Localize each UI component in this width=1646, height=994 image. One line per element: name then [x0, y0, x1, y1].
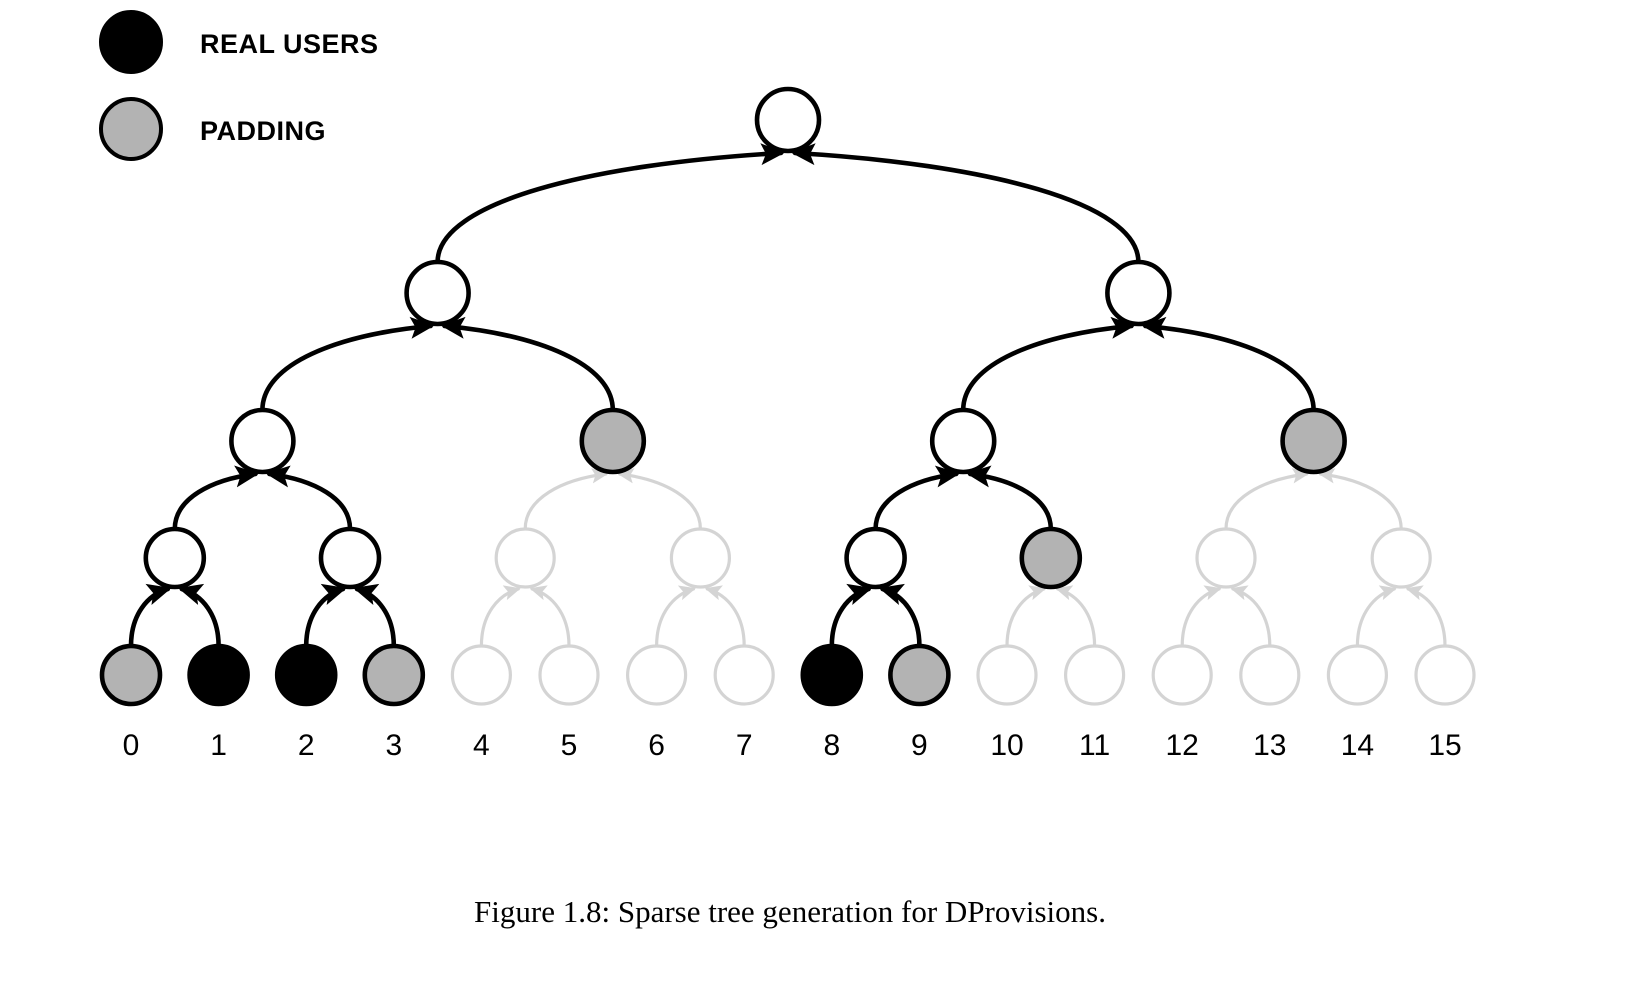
tree-edge — [523, 468, 609, 531]
tree-internal-node — [929, 407, 997, 475]
tree-edge — [1224, 468, 1310, 531]
tree-edge — [829, 583, 873, 649]
tree-leaf-node — [450, 644, 512, 706]
tree-internal-node — [579, 407, 647, 475]
tree-leaf-node — [99, 643, 163, 707]
tree-internal-node — [318, 526, 382, 590]
tree-edge — [1005, 585, 1047, 648]
tree-leaf-node — [1151, 644, 1213, 706]
tree-leaf-node — [1239, 644, 1301, 706]
tree-leaf-node — [274, 643, 338, 707]
leaf-index-label: 8 — [823, 729, 840, 762]
tree-internal-node — [494, 527, 556, 589]
tree-node-layer — [99, 86, 1476, 707]
tree-internal-node — [404, 259, 471, 327]
tree-edge — [1180, 585, 1222, 648]
tree-edge — [1230, 585, 1272, 648]
tree-leaf-node — [538, 644, 600, 706]
tree-edge — [655, 585, 696, 648]
leaf-index-label: 6 — [648, 729, 665, 762]
leaf-index-label: 9 — [911, 729, 928, 762]
tree-edge — [873, 465, 960, 532]
tree-edge — [353, 583, 397, 649]
tree-edge — [1355, 585, 1397, 648]
tree-edge — [265, 465, 353, 532]
tree-edge — [303, 583, 347, 649]
tree-edge — [260, 316, 435, 413]
legend-label-padding: PADDING — [200, 116, 326, 146]
tree-leaf-node — [1063, 644, 1126, 706]
tree-internal-node — [1195, 527, 1257, 589]
leaf-index-label: 7 — [736, 729, 753, 762]
tree-edge — [529, 585, 571, 648]
tree-leaf-node — [976, 644, 1038, 706]
legend-item-padding: PADDING — [99, 97, 326, 161]
tree-leaf-node — [888, 643, 951, 707]
tree-leaf-node — [187, 643, 250, 707]
figure-caption: Figure 1.8: Sparse tree generation for D… — [474, 894, 1106, 929]
tree-edge — [178, 583, 221, 649]
tree-internal-node — [754, 86, 822, 154]
tree-internal-node — [1105, 259, 1172, 327]
tree-internal-node — [669, 527, 732, 589]
leaf-index-label: 1 — [210, 729, 227, 762]
tree-edge — [704, 585, 746, 648]
tree-edge — [1405, 585, 1447, 648]
leaf-index-label: 14 — [1341, 729, 1374, 762]
leaf-index-label: 12 — [1166, 729, 1199, 762]
tree-leaf-node — [362, 643, 426, 707]
tree-internal-node — [1280, 407, 1347, 475]
legend-label-real-users: REAL USERS — [200, 29, 379, 59]
tree-internal-node — [844, 526, 907, 590]
tree-edge — [1141, 316, 1316, 413]
tree-edge — [172, 465, 260, 532]
tree-edge-layer — [128, 143, 1447, 649]
tree-edge — [440, 316, 616, 413]
tree-edge — [435, 143, 785, 265]
leaf-index-label: 2 — [298, 729, 315, 762]
leaf-index-label: 3 — [385, 729, 402, 762]
padding-swatch — [99, 97, 163, 161]
tree-internal-node — [143, 526, 207, 590]
tree-leaf-node — [1326, 644, 1389, 706]
tree-leaf-node — [1414, 644, 1476, 706]
legend-item-real-users: REAL USERS — [99, 10, 379, 74]
legend: REAL USERS PADDING — [99, 10, 379, 161]
leaf-index-label: 10 — [990, 729, 1023, 762]
real-user-swatch — [99, 10, 163, 74]
tree-edge — [960, 316, 1136, 413]
tree-edge — [878, 583, 922, 649]
leaf-index-label: 5 — [561, 729, 578, 762]
tree-leaf-node — [625, 644, 688, 706]
tree-edge — [617, 468, 702, 531]
tree-edge — [966, 465, 1054, 532]
tree-internal-node — [229, 407, 296, 475]
leaf-index-label: 4 — [473, 729, 490, 762]
leaf-index-label: 13 — [1253, 729, 1286, 762]
tree-edge — [128, 583, 172, 649]
leaf-index-label: 0 — [123, 729, 140, 762]
tree-edge — [1055, 585, 1097, 648]
tree-internal-node — [1370, 527, 1432, 589]
tree-edge — [479, 585, 521, 648]
leaf-index-label: 15 — [1428, 729, 1461, 762]
tree-internal-node — [1019, 526, 1083, 590]
tree-leaf-node — [800, 643, 864, 707]
tree-edge — [791, 143, 1141, 265]
leaf-index-label: 11 — [1079, 729, 1110, 762]
tree-leaf-node — [713, 644, 775, 706]
tree-edge — [1317, 468, 1403, 531]
